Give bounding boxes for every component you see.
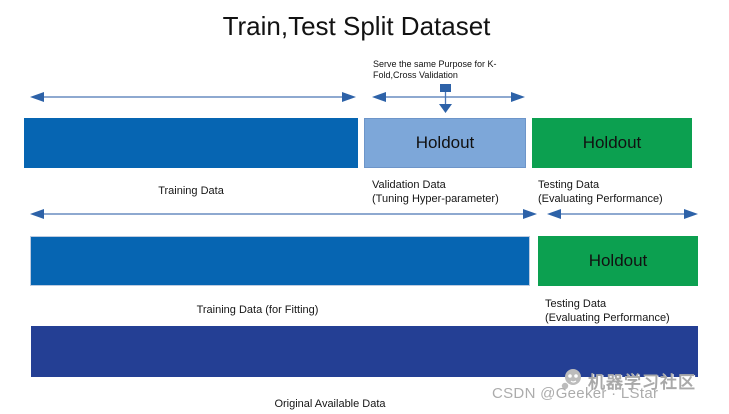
caption-line: (Tuning Hyper-parameter) — [372, 193, 499, 205]
caption-row3-original-data: Original Available Data — [274, 398, 386, 410]
watermark-community-name: 机器学习社区 — [588, 373, 696, 392]
holdout-label: Holdout — [582, 133, 642, 152]
bar-row1-training — [24, 118, 358, 168]
holdout-label: Holdout — [588, 251, 648, 270]
watermark-credit: CSDN @Geeker · LStar — [492, 385, 659, 402]
kfold-annotation: Serve the same Purpose for K-Fold,Cross … — [373, 59, 497, 80]
span-arrow-row1-validation — [372, 92, 525, 102]
bar-row1-testing-holdout: Holdout — [532, 118, 692, 168]
span-arrow-row2-training — [30, 209, 537, 219]
span-arrow-row1-training — [30, 92, 356, 102]
bar-row2-testing-holdout: Holdout — [538, 236, 698, 286]
caption-row2-testing: Testing Data (Evaluating Performance) — [545, 297, 670, 325]
caption-line: (Evaluating Performance) — [545, 312, 670, 324]
caption-line: Validation Data — [372, 179, 446, 191]
bar-row3-original-data — [31, 326, 698, 377]
caption-row1-validation: Validation Data (Tuning Hyper-parameter) — [372, 178, 499, 206]
holdout-label: Holdout — [415, 133, 475, 152]
caption-row1-testing: Testing Data (Evaluating Performance) — [538, 178, 663, 206]
span-arrow-row2-testing — [547, 209, 698, 219]
caption-row2-training: Training Data (for Fitting) — [196, 304, 319, 316]
caption-line: Testing Data — [538, 179, 600, 191]
bar-row2-training — [30, 236, 530, 286]
caption-line: (Evaluating Performance) — [538, 193, 663, 205]
robot-icon — [561, 369, 581, 390]
page-title: Train,Test Split Dataset — [222, 11, 491, 41]
caption-line: Testing Data — [545, 298, 607, 310]
kfold-pointer-arrow — [439, 84, 452, 113]
bar-row1-validation-holdout: Holdout — [364, 118, 526, 168]
caption-row1-training: Training Data — [158, 185, 224, 197]
